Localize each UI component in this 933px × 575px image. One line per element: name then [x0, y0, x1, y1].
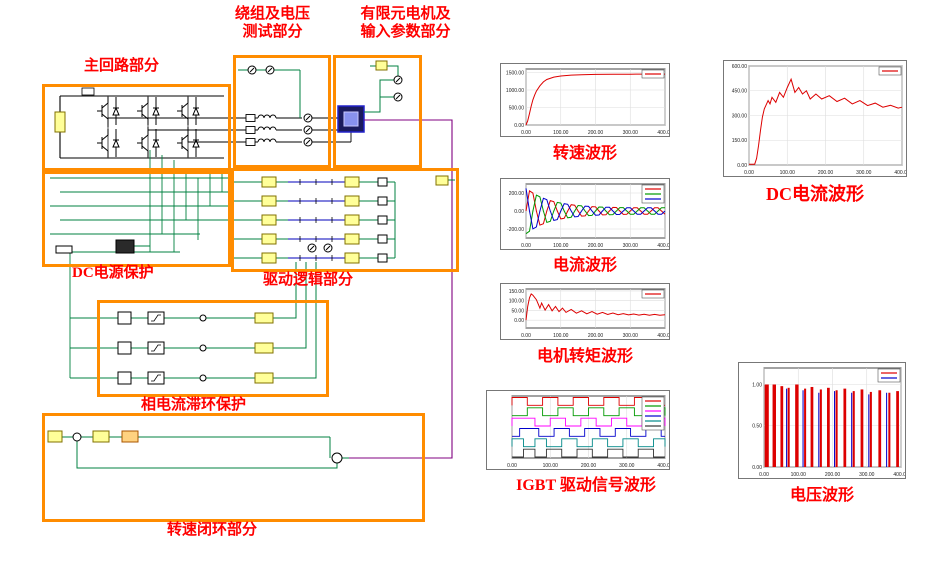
plot-igbt-signal-waveform[interactable]: 0.00 100.00 200.00 300.00 400.00: [486, 390, 670, 470]
svg-text:400.00: 400.00: [657, 130, 669, 136]
section-label-drive-logic: 驱动逻辑部分: [263, 272, 354, 288]
dc-source-block: [54, 111, 66, 133]
section-box-main-circuit[interactable]: [42, 84, 231, 171]
plot-torque-waveform[interactable]: 0.00 100.00 200.00 300.00 400.00 0.00 50.00 100…: [500, 283, 670, 340]
motor-feedback-wire: [349, 119, 453, 459]
section-box-dc-protection[interactable]: [42, 171, 231, 267]
section-label-winding-test-line2: 测试部分: [242, 24, 303, 40]
fem-motor-block: [312, 105, 365, 143]
plot-speed-waveform[interactable]: 0.00 100.00 200.00 300.00 400.00 0.00 500.00 10…: [500, 63, 670, 137]
svg-text:300.00: 300.00: [859, 472, 875, 478]
svg-text:100.00: 100.00: [553, 333, 569, 339]
svg-text:0.00: 0.00: [744, 170, 754, 176]
caption-torque-waveform: 电机转矩波形: [536, 348, 633, 365]
svg-text:0.50: 0.50: [752, 424, 762, 430]
svg-text:0.00: 0.00: [514, 318, 524, 324]
svg-text:0.00: 0.00: [507, 463, 517, 469]
svg-text:450.00: 450.00: [732, 89, 748, 95]
svg-text:1500.00: 1500.00: [506, 70, 524, 76]
svg-text:300.00: 300.00: [619, 463, 635, 469]
circuit-schematic[interactable]: [0, 0, 480, 545]
svg-text:400.00: 400.00: [657, 333, 669, 339]
svg-text:400.00: 400.00: [893, 472, 905, 478]
section-label-fem-motor-line2: 输入参数部分: [360, 24, 451, 40]
svg-text:100.00: 100.00: [791, 472, 807, 478]
svg-text:300.00: 300.00: [623, 243, 639, 249]
svg-text:400.00: 400.00: [657, 463, 669, 469]
svg-text:200.00: 200.00: [818, 170, 834, 176]
svg-text:1.00: 1.00: [752, 382, 762, 388]
plot-dc-current-waveform[interactable]: 0.00 100.00 200.00 300.00 400.00 0.00 150.00 30…: [723, 60, 907, 177]
svg-text:200.00: 200.00: [581, 463, 597, 469]
svg-text:200.00: 200.00: [825, 472, 841, 478]
svg-text:0.00: 0.00: [521, 333, 531, 339]
svg-text:200.00: 200.00: [588, 333, 604, 339]
section-box-drive-logic[interactable]: [231, 168, 459, 272]
section-label-main-circuit: 主回路部分: [84, 58, 160, 74]
section-label-dc-protection: DC电源保护: [72, 265, 154, 281]
svg-text:200.00: 200.00: [588, 130, 604, 136]
caption-voltage-waveform: 电压波形: [789, 487, 854, 504]
svg-text:200.00: 200.00: [588, 243, 604, 249]
svg-text:400.00: 400.00: [657, 243, 669, 249]
section-label-fem-motor: 有限元电机及 输入参数部分: [343, 5, 468, 41]
svg-text:150.00: 150.00: [509, 289, 525, 295]
svg-text:150.00: 150.00: [732, 138, 748, 144]
svg-text:50.00: 50.00: [511, 308, 524, 314]
section-label-speed-loop: 转速闭环部分: [167, 522, 258, 538]
svg-text:300.00: 300.00: [856, 170, 872, 176]
section-label-winding-test-line1: 绕组及电压: [234, 6, 310, 22]
caption-current-waveform: 电流波形: [552, 257, 617, 274]
caption-dc-current-waveform: DC电流波形: [766, 184, 864, 204]
svg-text:500.00: 500.00: [509, 105, 525, 111]
svg-text:100.00: 100.00: [509, 299, 525, 305]
svg-text:-200.00: -200.00: [507, 227, 524, 233]
fem-meter-wires: [364, 65, 399, 113]
plot-current-waveform[interactable]: 0.00 100.00 200.00 300.00 400.00 -200.00 0.00 2…: [500, 178, 670, 250]
svg-text:300.00: 300.00: [732, 113, 748, 119]
svg-text:0.00: 0.00: [759, 472, 769, 478]
svg-text:200.00: 200.00: [509, 191, 525, 197]
svg-text:100.00: 100.00: [553, 130, 569, 136]
svg-text:100.00: 100.00: [780, 170, 796, 176]
svg-text:300.00: 300.00: [623, 130, 639, 136]
caption-speed-waveform: 转速波形: [552, 145, 617, 162]
section-label-winding-test: 绕组及电压 测试部分: [215, 5, 330, 41]
section-label-fem-motor-line1: 有限元电机及: [360, 6, 451, 22]
svg-text:0.00: 0.00: [521, 130, 531, 136]
section-box-winding-test[interactable]: [233, 55, 331, 168]
svg-text:300.00: 300.00: [623, 333, 639, 339]
svg-text:400.00: 400.00: [894, 170, 906, 176]
speed-loop-components: [47, 430, 349, 469]
svg-text:100.00: 100.00: [553, 243, 569, 249]
svg-text:0.00: 0.00: [514, 209, 524, 215]
section-label-current-hysteresis: 相电流滞环保护: [141, 397, 247, 413]
svg-text:1000.00: 1000.00: [506, 88, 524, 94]
plot-voltage-waveform[interactable]: 0.00 100.00 200.00 300.00 400.00 0.00 0.50 1.00: [738, 362, 906, 479]
section-box-current-hysteresis[interactable]: [97, 300, 329, 397]
svg-text:0.00: 0.00: [752, 465, 762, 471]
svg-text:600.00: 600.00: [732, 64, 748, 70]
section-box-fem-motor[interactable]: [333, 55, 422, 168]
svg-text:100.00: 100.00: [543, 463, 559, 469]
dc-protection-wires: [50, 150, 230, 379]
caption-igbt-signal-waveform: IGBT 驱动信号波形: [516, 477, 656, 494]
section-box-speed-loop[interactable]: [42, 413, 425, 522]
svg-text:0.00: 0.00: [521, 243, 531, 249]
svg-text:0.00: 0.00: [737, 163, 747, 169]
svg-text:0.00: 0.00: [514, 123, 524, 129]
